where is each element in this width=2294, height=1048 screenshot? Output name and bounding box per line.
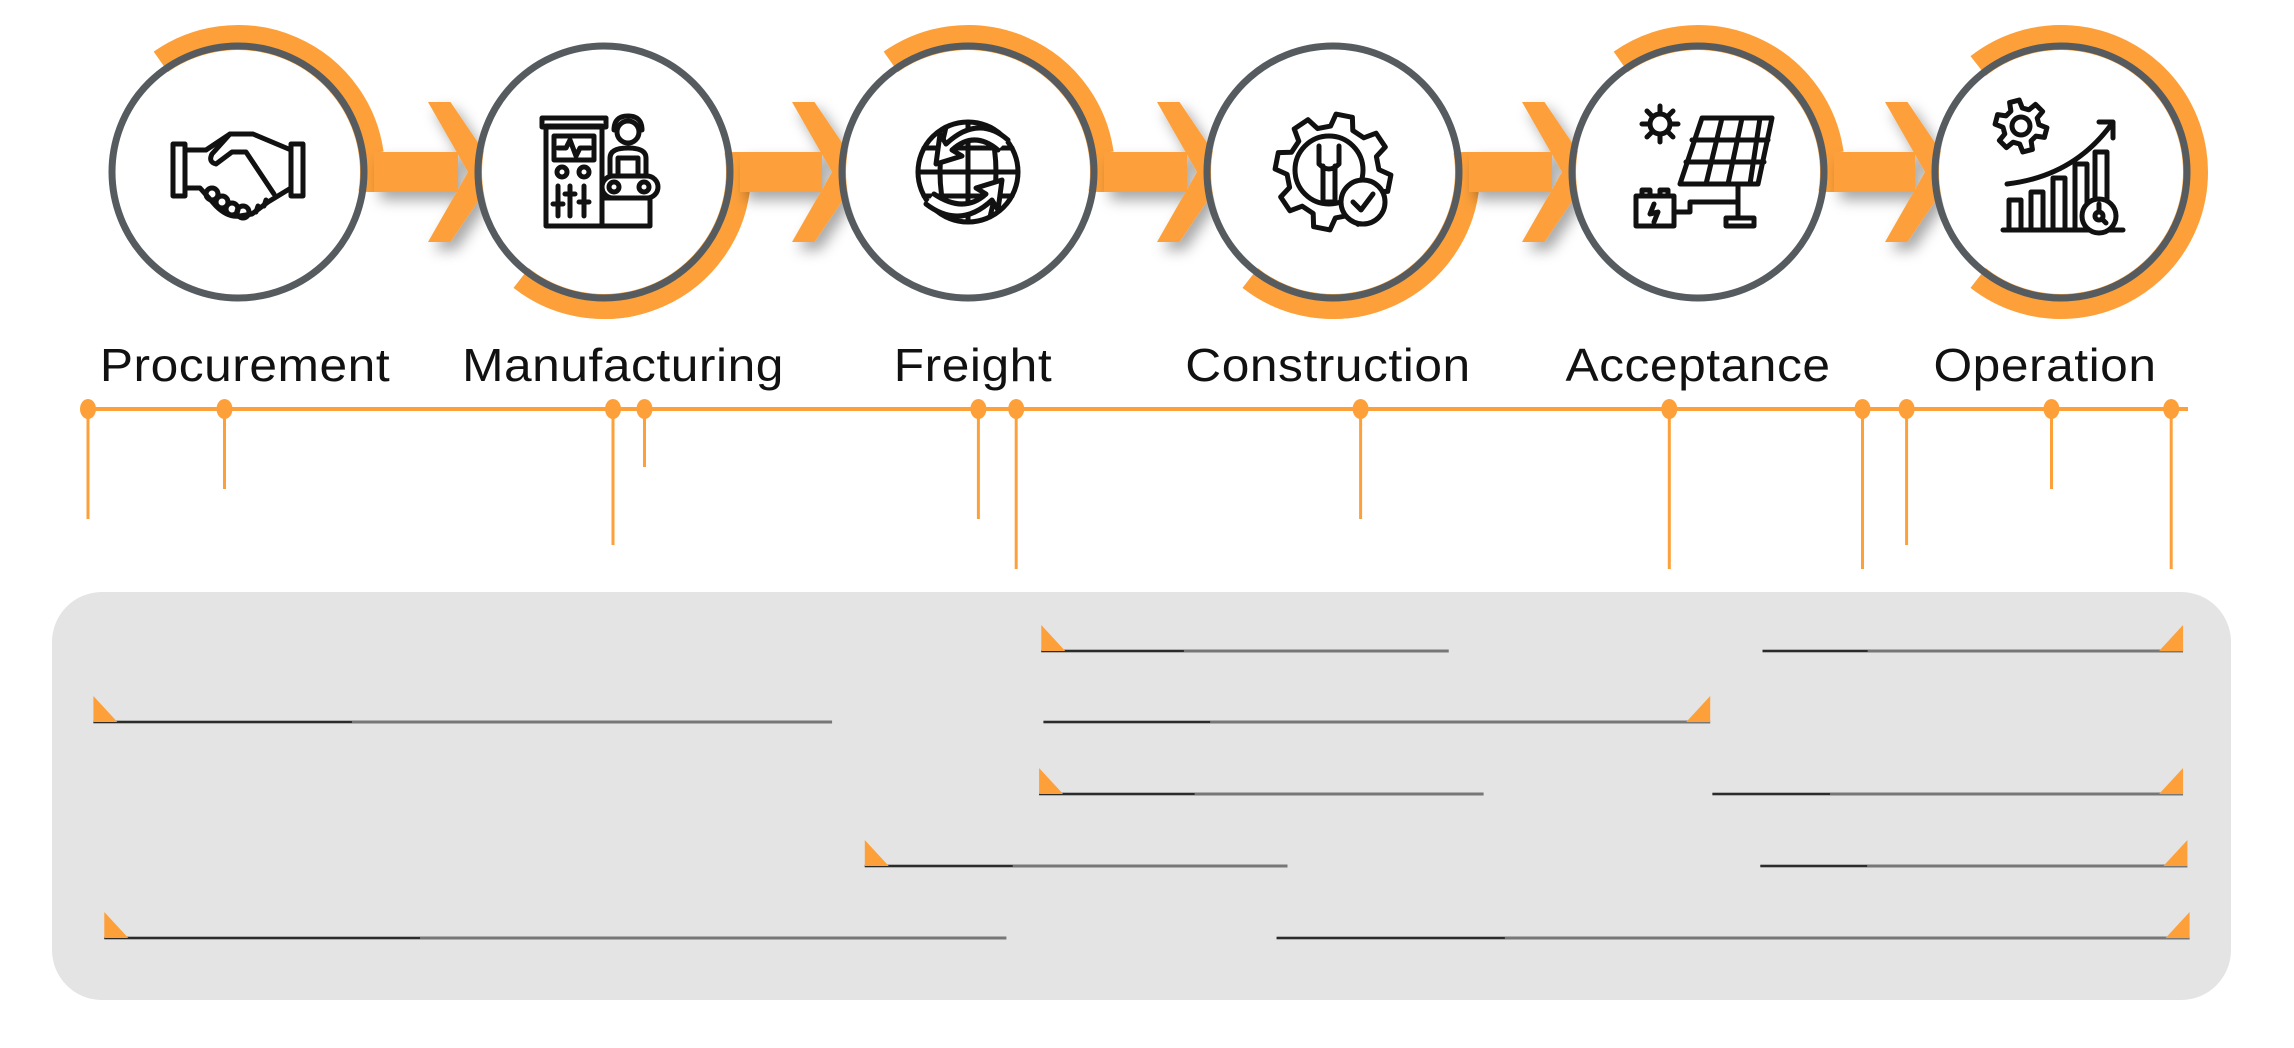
gantt-bar xyxy=(1712,768,2184,796)
stage-label-acceptance: Acceptance xyxy=(1565,339,1831,391)
stage-circle-manufacturing xyxy=(474,42,734,302)
process-flow xyxy=(108,25,2208,319)
stage-circle-fill xyxy=(1939,50,2183,294)
timeline-marker-5 xyxy=(970,399,987,419)
timeline-marker-2 xyxy=(216,399,233,419)
gantt-bars xyxy=(93,625,2190,940)
stage-label-freight: Freight xyxy=(893,339,1053,391)
bar-start-flag xyxy=(1041,625,1066,651)
stage-circle-construction xyxy=(1203,42,1463,302)
stage-icons xyxy=(170,97,2126,236)
gantt-bar xyxy=(1041,625,1449,653)
timeline-marker-1 xyxy=(80,399,96,419)
stage-label-manufacturing: Manufacturing xyxy=(462,339,784,391)
bar-end-flag xyxy=(2163,840,2188,866)
arrow-stem xyxy=(1469,152,1552,192)
bar-end-flag xyxy=(1686,696,1711,722)
gantt-row-1 xyxy=(1041,625,2184,653)
timeline-marker-10 xyxy=(1898,399,1915,419)
timeline-marker-3 xyxy=(605,399,621,419)
stage-circle-acceptance xyxy=(1568,42,1828,302)
solar-panel-battery-icon xyxy=(1633,103,1775,229)
arrow-stem xyxy=(1834,152,1915,192)
arrow-stem xyxy=(740,152,822,192)
gantt-bar xyxy=(1043,696,1711,724)
gantt-bar xyxy=(93,696,833,724)
bar-end-flag xyxy=(2159,625,2184,651)
gantt-bar xyxy=(1039,768,1484,796)
gantt-bar xyxy=(1760,840,2188,868)
bar-end-flag xyxy=(2165,912,2190,938)
stage-circles xyxy=(108,42,2191,302)
globe-arrows-icon xyxy=(915,119,1021,225)
handshake-icon xyxy=(170,131,306,221)
gantt-bar xyxy=(864,840,1288,868)
gear-wrench-check-icon xyxy=(1272,111,1394,233)
gantt-bar xyxy=(1276,912,2190,940)
arrow-stem xyxy=(1104,152,1187,192)
bar-start-flag xyxy=(1039,768,1064,794)
timeline-marker-12 xyxy=(2163,399,2180,419)
bar-start-flag xyxy=(864,840,889,866)
stage-label-operation: Operation xyxy=(1933,339,2157,391)
factory-worker-icon xyxy=(539,113,661,229)
gantt-row-5 xyxy=(104,912,2190,940)
stage-circle-fill xyxy=(1576,50,1820,294)
timeline xyxy=(80,399,2188,569)
gantt-panel xyxy=(52,592,2231,1000)
gantt-row-3 xyxy=(1039,768,2184,796)
timeline-marker-7 xyxy=(1352,399,1369,419)
timeline-marker-9 xyxy=(1854,399,1871,419)
timeline-marker-8 xyxy=(1661,399,1678,419)
gantt-row-4 xyxy=(864,840,2188,868)
timeline-marker-11 xyxy=(2043,399,2060,419)
bar-start-flag xyxy=(104,912,129,938)
stage-circle-operation xyxy=(1931,42,2191,302)
bar-end-flag xyxy=(2159,768,2184,794)
stage-circle-freight xyxy=(838,42,1098,302)
bar-start-flag xyxy=(93,696,118,722)
stage-label-procurement: Procurement xyxy=(99,339,391,391)
timeline-marker-4 xyxy=(636,399,653,419)
timeline-marker-6 xyxy=(1008,399,1025,419)
gantt-bar xyxy=(104,912,1007,940)
stage-circle-fill xyxy=(116,50,360,294)
gear-growth-chart-icon xyxy=(1992,97,2126,236)
arrow-stem xyxy=(374,152,458,192)
gantt-bar xyxy=(1762,625,2184,653)
stage-label-construction: Construction xyxy=(1185,339,1471,391)
stage-circle-procurement xyxy=(108,42,368,302)
gantt-row-2 xyxy=(93,696,1711,724)
